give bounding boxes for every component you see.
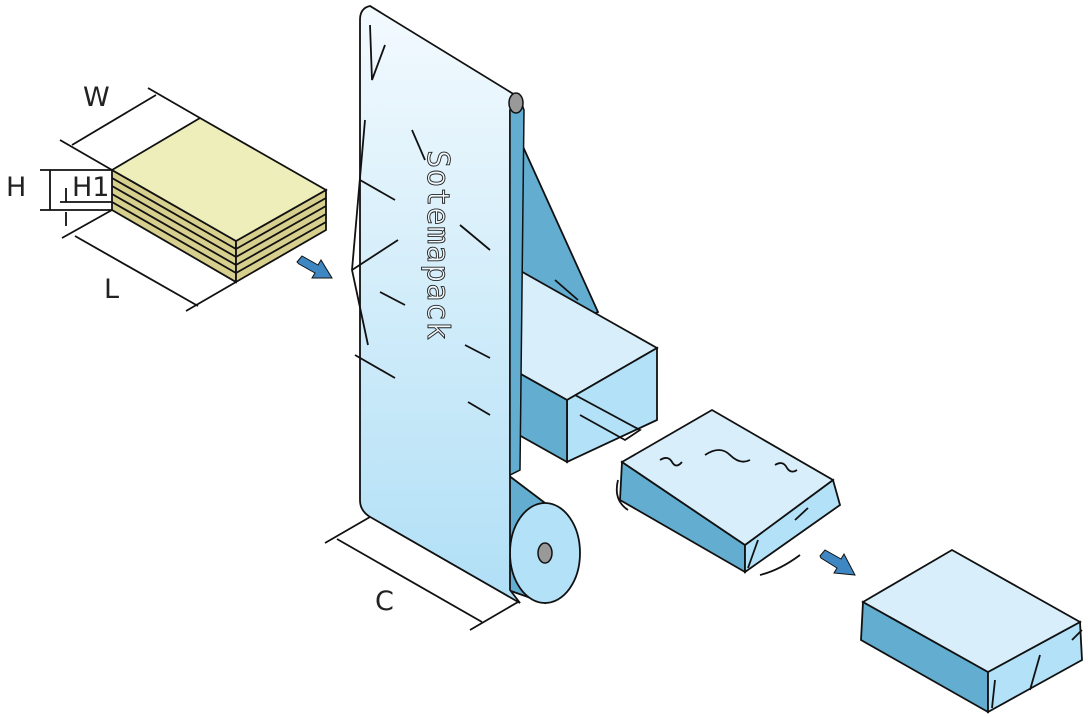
final-package <box>860 548 1083 714</box>
logo-text: Sotemapack <box>420 150 455 341</box>
label-l: L <box>104 274 119 305</box>
label-h: H <box>6 172 26 203</box>
film-web: Sotemapack <box>351 5 579 604</box>
dimension-lines <box>40 87 519 631</box>
label-h1: H1 <box>72 172 109 203</box>
flow-arrow-icon <box>296 255 333 279</box>
label-c: C <box>375 586 394 617</box>
flow-arrow-icon <box>819 549 856 576</box>
shrink-tunnel <box>509 136 659 464</box>
wrapped-package <box>615 408 842 576</box>
product-stack <box>110 116 328 284</box>
film-roll <box>507 473 581 605</box>
label-w: W <box>83 82 110 113</box>
